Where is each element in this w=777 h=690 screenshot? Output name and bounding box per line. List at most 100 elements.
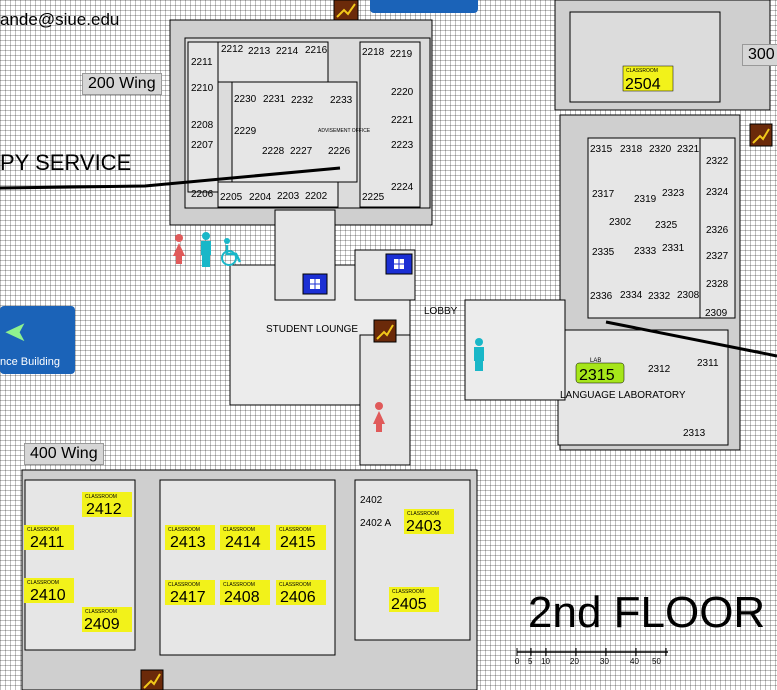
room-label: 2333 <box>634 246 657 257</box>
classroom-2410[interactable]: CLASSROOM 2410 <box>24 578 74 604</box>
room-label: 2328 <box>706 279 729 290</box>
room-label: 2317 <box>592 189 615 200</box>
classroom-2415[interactable]: CLASSROOM 2415 <box>276 525 326 551</box>
classroom-2414[interactable]: CLASSROOM 2414 <box>220 525 270 551</box>
rooms-400: 2402 2402 A <box>360 495 391 529</box>
scale-tick: 0 <box>515 657 520 666</box>
classroom-number: 2504 <box>625 76 661 93</box>
restroom-women-icon <box>173 234 185 264</box>
room-label: 2335 <box>592 247 615 258</box>
room-label: 2204 <box>249 192 272 203</box>
room-label: 2331 <box>662 243 685 254</box>
wing-200-label: 200 Wing <box>82 73 162 95</box>
stairs-icon[interactable] <box>749 123 773 147</box>
wheelchair-icon <box>221 238 242 266</box>
classroom-2413[interactable]: CLASSROOM 2413 <box>165 525 215 551</box>
classroom-tag: CLASSROOM <box>168 582 200 588</box>
room-label: 2226 <box>328 146 351 157</box>
room-label: 2202 <box>305 191 328 202</box>
room-label: 2219 <box>390 49 413 60</box>
room-label: 2228 <box>262 146 285 157</box>
room-label: 2211 <box>191 57 213 68</box>
scale-tick: 30 <box>600 657 609 666</box>
classroom-tag: CLASSROOM <box>626 68 658 74</box>
room-label: 2230 <box>234 94 257 105</box>
room-label: 2214 <box>276 46 299 57</box>
stairs-icon[interactable] <box>333 0 359 21</box>
classroom-tag: CLASSROOM <box>223 582 255 588</box>
room-label: 2311 <box>697 358 719 369</box>
room-label: 2308 <box>677 290 700 301</box>
classroom-2504[interactable]: CLASSROOM 2504 <box>622 65 674 93</box>
room-label: 2319 <box>634 194 657 205</box>
room-label: 2220 <box>391 87 414 98</box>
left-arrow-icon: ➤ <box>4 316 28 347</box>
room-label: 2313 <box>683 428 706 439</box>
stairs-icon[interactable] <box>373 319 397 343</box>
room-label: 2318 <box>620 144 643 155</box>
room-label: 2321 <box>677 144 700 155</box>
room-label: 2309 <box>705 308 728 319</box>
room-label: 2402 <box>360 495 383 506</box>
room-label: 2324 <box>706 187 729 198</box>
classroom-number: 2414 <box>225 534 261 551</box>
classroom-2409[interactable]: CLASSROOM 2409 <box>82 607 132 633</box>
copy-service-line <box>0 166 341 190</box>
room-label: 2206 <box>191 189 214 200</box>
room-label: 2323 <box>662 188 685 199</box>
room-label: 2325 <box>655 220 678 231</box>
room-label: 2208 <box>191 120 214 131</box>
restroom-women-icon <box>373 402 385 432</box>
advisement-office-label: ADVISEMENT OFFICE <box>318 128 371 134</box>
classroom-2405[interactable]: CLASSROOM 2405 <box>389 587 439 613</box>
top-nav-button[interactable] <box>370 0 478 13</box>
stairs-icon[interactable] <box>140 669 164 690</box>
room-label: 2302 <box>609 217 632 228</box>
room-label: 2203 <box>277 191 300 202</box>
student-lounge-label: STUDENT LOUNGE <box>266 324 358 335</box>
classroom-number: 2410 <box>30 587 66 604</box>
room-label: 2232 <box>291 95 314 106</box>
lobby-label: LOBBY <box>424 306 458 317</box>
classroom-number: 2412 <box>86 501 122 518</box>
classroom-number: 2417 <box>170 589 206 606</box>
building-nav-button[interactable]: ➤ nce Building <box>0 306 75 374</box>
room-label: 2225 <box>362 192 385 203</box>
wing-300-label: 300 <box>742 44 777 66</box>
scale-tick: 5 <box>528 657 533 666</box>
scale-tick: 10 <box>541 657 550 666</box>
classroom-tag: CLASSROOM <box>279 527 311 533</box>
classroom-number: 2413 <box>170 534 206 551</box>
classroom-2403[interactable]: CLASSROOM 2403 <box>404 509 454 535</box>
lab-2315[interactable]: LAB 2315 <box>575 358 625 384</box>
room-label: 2322 <box>706 156 729 167</box>
classroom-tag: CLASSROOM <box>168 527 200 533</box>
classroom-2411[interactable]: CLASSROOM 2411 <box>24 525 74 551</box>
classroom-tag: CLASSROOM <box>223 527 255 533</box>
classroom-2408[interactable]: CLASSROOM 2408 <box>220 580 270 606</box>
room-label: 2334 <box>620 290 643 301</box>
classroom-2406[interactable]: CLASSROOM 2406 <box>276 580 326 606</box>
classroom-tag: CLASSROOM <box>392 589 424 595</box>
classroom-tags: CLASSROOM 2504 LAB 2315 CLASSROOM 2412 C… <box>24 65 674 633</box>
room-label: 2327 <box>706 251 729 262</box>
contact-email[interactable]: ande@siue.edu <box>0 10 120 29</box>
classroom-tag: CLASSROOM <box>407 511 439 517</box>
floor-title: 2nd FLOOR <box>528 588 766 637</box>
classroom-tag: CLASSROOM <box>27 527 59 533</box>
room-label: 2223 <box>391 140 414 151</box>
room-label: 2224 <box>391 182 414 193</box>
room-label: 2332 <box>648 291 671 302</box>
restroom-men-icon <box>201 232 211 267</box>
room-label: 2231 <box>263 94 286 105</box>
copy-service-label: PY SERVICE <box>0 150 132 175</box>
classroom-2417[interactable]: CLASSROOM 2417 <box>165 580 215 606</box>
room-label: 2233 <box>330 95 353 106</box>
scale-tick: 40 <box>630 657 639 666</box>
elevator-icon[interactable] <box>385 253 413 275</box>
classroom-2412[interactable]: CLASSROOM 2412 <box>82 492 132 518</box>
classroom-tag: CLASSROOM <box>27 580 59 586</box>
room-label: 2336 <box>590 291 613 302</box>
elevator-icon[interactable] <box>302 273 328 295</box>
